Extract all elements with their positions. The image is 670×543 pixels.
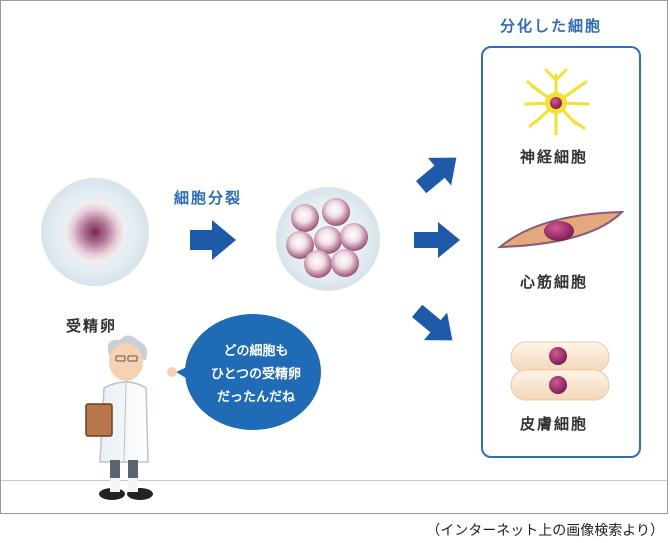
arrow-to-nerve xyxy=(416,157,457,194)
arrow-to-skin xyxy=(412,304,453,341)
scientist-figure xyxy=(85,335,177,500)
fertilized-egg xyxy=(41,178,149,286)
muscle-cell xyxy=(497,210,625,249)
differentiated-cells-box xyxy=(481,46,641,458)
muscle-cell-label: 心筋細胞 xyxy=(520,273,589,291)
speech-text: どの細胞も ひとつの受精卵 だったんだね xyxy=(196,340,316,409)
speech-line-2: ひとつの受精卵 xyxy=(210,367,302,382)
illustration xyxy=(41,68,625,500)
divided-cells xyxy=(276,187,380,291)
speech-line-1: どの細胞も xyxy=(223,344,289,359)
cell-division-label: 細胞分裂 xyxy=(174,189,243,207)
arrow-to-muscle xyxy=(414,222,460,258)
nerve-cell-label: 神経細胞 xyxy=(520,148,589,166)
source-caption: （インターネット上の画像検索より） xyxy=(426,523,664,539)
skin-cells xyxy=(510,341,610,401)
speech-line-3: だったんだね xyxy=(216,390,295,405)
fertilized-egg-label: 受精卵 xyxy=(66,317,118,335)
floor-line xyxy=(1,480,667,481)
differentiated-cells-title: 分化した細胞 xyxy=(500,17,603,35)
skin-cell-label: 皮膚細胞 xyxy=(520,415,589,433)
division-arrow xyxy=(190,220,236,260)
speech-bubble xyxy=(176,314,321,430)
nerve-cell xyxy=(524,68,590,136)
